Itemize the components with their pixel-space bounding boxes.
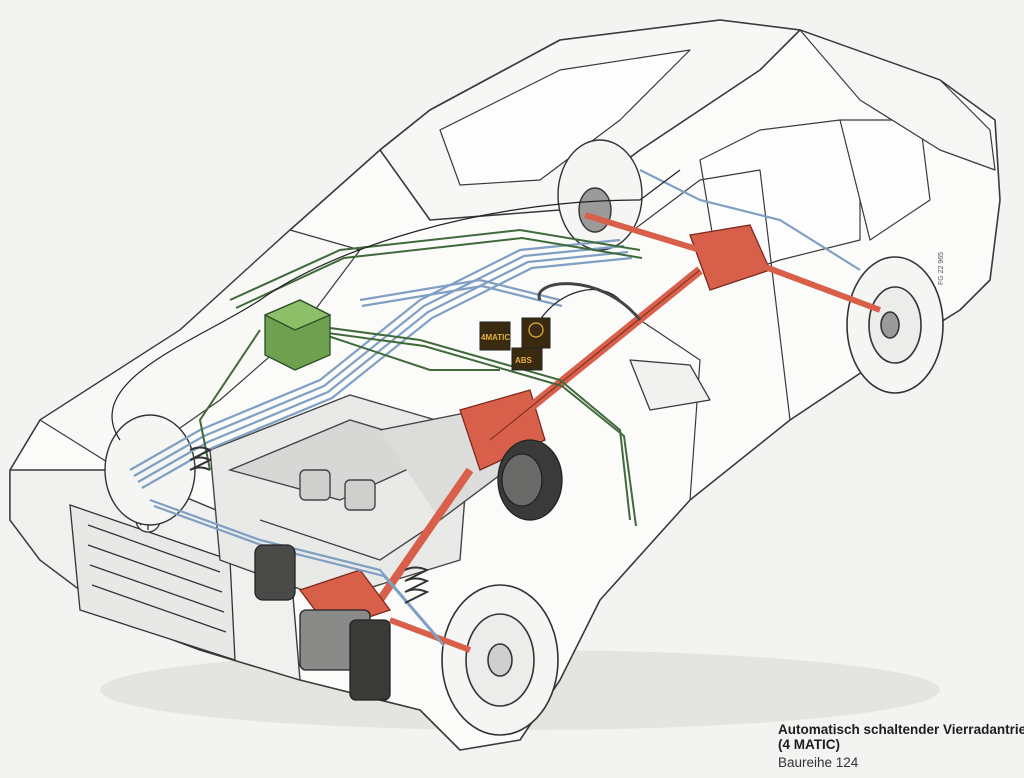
caption-title: Automatisch schaltender Vierradantrieb (778, 722, 1024, 737)
suspension-springs (189, 446, 430, 604)
steering-wheel (537, 282, 642, 321)
warning-lamp-4matic: 4MATIC (481, 333, 510, 342)
figure-code: FG 22 965 (938, 251, 945, 285)
hydraulic-lines (129, 169, 861, 647)
rear-wheel-left (557, 139, 643, 251)
hydraulic-pump (254, 544, 391, 701)
rear-wheel (846, 256, 944, 394)
front-wheel (441, 584, 559, 736)
caption-block: Automatisch schaltender Vierradantrieb (… (778, 722, 1024, 771)
control-lines (198, 228, 643, 527)
warning-lamp-abs: ABS (515, 356, 533, 365)
drivetrain (298, 212, 882, 653)
front-wheel-left (104, 414, 196, 526)
cable-lines (111, 169, 681, 441)
caption-series: Baureihe 124 (778, 755, 859, 770)
warning-lamp: 4MATIC ABS (479, 317, 551, 371)
brake-booster (497, 439, 563, 521)
caption-subtitle: (4 MATIC) (778, 737, 840, 752)
control-unit (263, 299, 332, 371)
